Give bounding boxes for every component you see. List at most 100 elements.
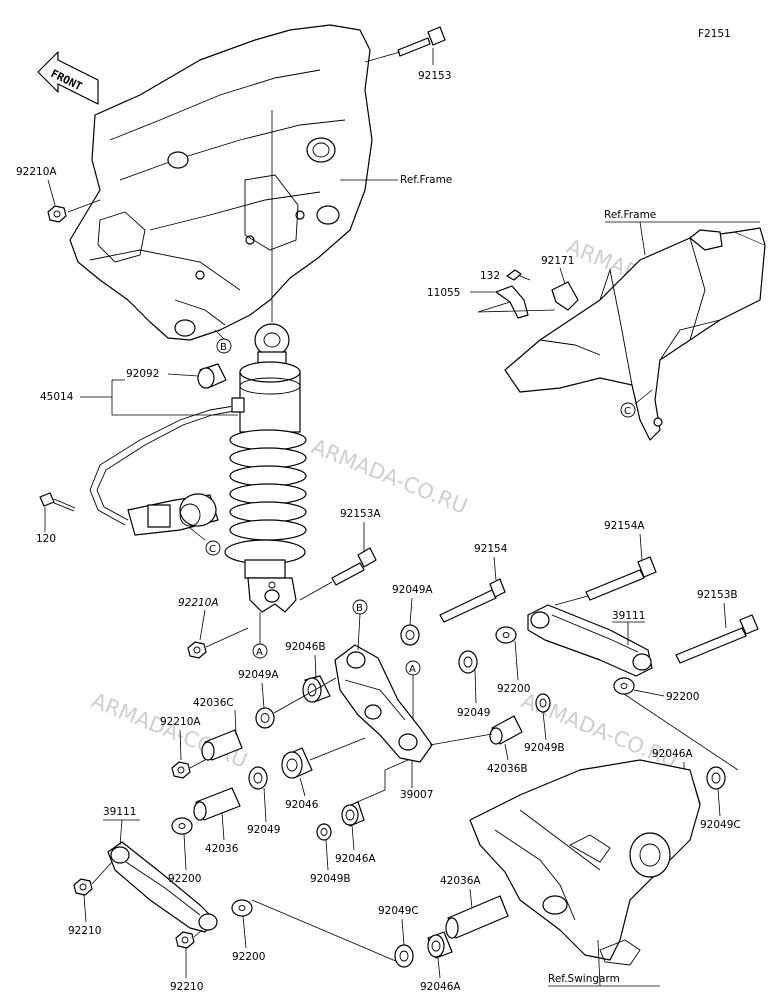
ref-frame-label: Ref.Frame xyxy=(400,174,452,186)
part-label-132: 132 xyxy=(480,270,500,282)
part-label-92154a: 92154A xyxy=(604,520,645,532)
part-label-92049a: 92049A xyxy=(238,669,279,681)
connector-label: A xyxy=(256,647,263,658)
part-label-39111: 39111 xyxy=(103,806,136,818)
spacer-42036b xyxy=(489,715,523,745)
part-label-45014: 45014 xyxy=(40,391,74,403)
washer-92200 xyxy=(613,677,635,695)
part-label-42036b: 42036B xyxy=(487,763,528,775)
rear-frame-detail xyxy=(504,227,766,441)
main-frame xyxy=(69,24,373,341)
bearing-92046a xyxy=(427,931,453,959)
bolt-92153b xyxy=(675,614,759,664)
spacer-42036a xyxy=(445,895,509,939)
connector-c: C xyxy=(205,540,221,556)
watermark: ARMADA-CO.RU xyxy=(308,434,471,518)
part-label-92046a: 92046A xyxy=(420,981,461,993)
nut-92210 xyxy=(175,931,195,949)
bolt-92154 xyxy=(439,578,506,623)
connector-b: B xyxy=(216,338,232,354)
washer-92200 xyxy=(171,817,193,835)
seal-92049b xyxy=(535,693,551,713)
spacer-42036 xyxy=(193,787,241,821)
nut-92210 xyxy=(73,878,93,896)
tie-rod-39111 xyxy=(107,841,218,933)
clip-92171 xyxy=(551,281,579,311)
seal-92049c xyxy=(706,766,726,790)
bearing-92046 xyxy=(281,747,313,779)
part-label-92210a: 92210A xyxy=(178,597,219,609)
part-label-92154: 92154 xyxy=(474,543,508,555)
tie-rod-39111 xyxy=(527,604,653,677)
washer-92200 xyxy=(495,626,517,644)
seal-92049a xyxy=(400,624,420,646)
spacer-42036c xyxy=(201,729,243,761)
connector-a: A xyxy=(252,643,268,659)
part-label-92046a: 92046A xyxy=(335,853,376,865)
part-label-92049c: 92049C xyxy=(700,819,741,831)
connector-label: A xyxy=(409,664,416,675)
washer-92200 xyxy=(231,899,253,917)
nut-92210a xyxy=(47,205,67,223)
ref-frame-label: Ref.Frame xyxy=(604,209,656,221)
part-label-92046a: 92046A xyxy=(652,748,693,760)
bolt-92153 xyxy=(397,26,446,65)
connector-a: A xyxy=(405,660,421,676)
swingarm xyxy=(469,759,701,966)
ref-swingarm-label: Ref.Swingarm xyxy=(548,973,620,985)
bolt-92154a xyxy=(585,556,657,601)
part-label-92049b: 92049B xyxy=(310,873,351,885)
part-label-92153b: 92153B xyxy=(697,589,738,601)
part-label-92200: 92200 xyxy=(168,873,201,885)
part-label-39007: 39007 xyxy=(400,789,433,801)
part-label-92092: 92092 xyxy=(126,368,159,380)
seal-92049a xyxy=(255,707,275,729)
part-label-92049: 92049 xyxy=(457,707,490,719)
part-label-92049c: 92049C xyxy=(378,905,419,917)
bolt-120 xyxy=(39,492,76,512)
part-label-92046: 92046 xyxy=(285,799,319,811)
part-label-92049b: 92049B xyxy=(524,742,565,754)
part-label-92049a: 92049A xyxy=(392,584,433,596)
front-arrow-icon: FRONT xyxy=(37,51,99,105)
rear-shock-absorber xyxy=(224,323,307,613)
nut-92210a xyxy=(187,641,207,659)
connector-c: C xyxy=(620,402,636,418)
part-label-92200: 92200 xyxy=(497,683,530,695)
bolt-92153a xyxy=(331,547,377,586)
bracket-11055 xyxy=(495,285,529,319)
connector-label: C xyxy=(624,406,631,417)
part-label-92200: 92200 xyxy=(666,691,699,703)
seal-92049b xyxy=(316,823,332,841)
part-label-11055: 11055 xyxy=(427,287,460,299)
part-label-92046b: 92046B xyxy=(285,641,326,653)
part-label-42036: 42036 xyxy=(205,843,239,855)
part-label-92210: 92210 xyxy=(68,925,101,937)
part-label-120: 120 xyxy=(36,533,56,545)
part-label-42036a: 42036A xyxy=(440,875,481,887)
part-label-92200: 92200 xyxy=(232,951,265,963)
part-label-92049: 92049 xyxy=(247,824,280,836)
part-label-92210a: 92210A xyxy=(160,716,201,728)
bearing-92046b xyxy=(302,675,331,703)
part-label-92210a: 92210A xyxy=(16,166,57,178)
connector-label: C xyxy=(209,544,216,555)
connector-label: B xyxy=(220,342,227,353)
part-label-92153: 92153 xyxy=(418,70,451,82)
part-label-92153a: 92153A xyxy=(340,508,381,520)
connector-label: B xyxy=(356,603,363,614)
part-label-92210: 92210 xyxy=(170,981,203,993)
bearing-92046a xyxy=(341,801,365,827)
seal-92049 xyxy=(248,766,268,790)
part-label-42036c: 42036C xyxy=(193,697,234,709)
screw-132 xyxy=(506,269,531,281)
seal-92049 xyxy=(458,650,478,674)
connector-b: B xyxy=(352,599,368,615)
seal-92049c xyxy=(394,944,414,968)
diagram-code: F2151 xyxy=(698,28,731,40)
rocker-arm-39007 xyxy=(334,644,433,763)
preload-adjuster-hose xyxy=(89,397,245,536)
bushing-92092 xyxy=(197,363,227,389)
part-label-39111: 39111 xyxy=(612,610,645,622)
